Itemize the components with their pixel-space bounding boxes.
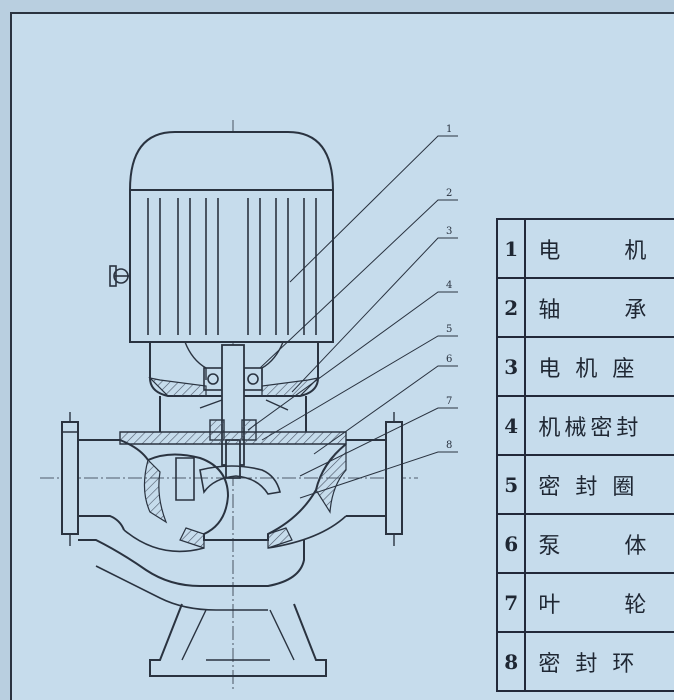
part-number: 2 — [495, 277, 527, 338]
part-name-text: 密 封 圈 — [538, 474, 639, 500]
part-name-text: 电 机 座 — [538, 356, 639, 382]
terminal-box — [109, 265, 130, 287]
parts-list-body: 1 电机 2 轴承 3 电 机 座 4 机械密封 5 密 封 圈 6 泵体 — [495, 218, 674, 692]
leader-line-7 — [299, 407, 458, 477]
leader-label-1: 1 — [446, 124, 452, 135]
leader-label-8: 8 — [446, 440, 452, 451]
part-name-char: 叶 — [538, 592, 565, 618]
part-number: 7 — [495, 572, 527, 633]
leader-line-5 — [261, 335, 458, 441]
table-row: 8 密 封 环 — [495, 631, 674, 692]
part-name-text: 机械密封 — [538, 415, 643, 441]
part-name-char: 轮 — [624, 592, 651, 618]
leader-line-1 — [289, 135, 458, 283]
part-name-char: 机 — [624, 238, 651, 264]
part-name-text: 叶轮 — [538, 587, 650, 619]
part-name-char: 承 — [624, 297, 651, 323]
leader-line-6 — [313, 365, 458, 455]
part-name-text: 轴承 — [538, 292, 650, 324]
part-name: 机械密封 — [524, 395, 674, 456]
part-name-char: 体 — [624, 533, 651, 559]
leader-label-6: 6 — [446, 354, 452, 365]
table-row: 1 电机 — [495, 218, 674, 279]
part-name: 电机 — [524, 218, 674, 279]
leader-labels: 1 2 3 4 5 6 7 8 — [446, 124, 452, 451]
motor — [128, 131, 335, 343]
leader-line-2 — [259, 199, 458, 369]
part-number: 8 — [495, 631, 527, 692]
table-row: 7 叶轮 — [495, 572, 674, 633]
table-row: 3 电 机 座 — [495, 336, 674, 397]
part-number: 1 — [495, 218, 527, 279]
leader-label-7: 7 — [446, 396, 452, 407]
part-name: 叶轮 — [524, 572, 674, 633]
part-name: 电 机 座 — [524, 336, 674, 397]
leader-lines — [247, 135, 458, 499]
leader-line-4 — [247, 291, 458, 431]
part-number: 4 — [495, 395, 527, 456]
part-name-text: 电机 — [538, 233, 650, 265]
part-name: 泵体 — [524, 513, 674, 574]
leader-label-4: 4 — [446, 280, 452, 291]
part-name-char: 电 — [538, 238, 565, 264]
leader-label-3: 3 — [446, 226, 452, 237]
table-row: 5 密 封 圈 — [495, 454, 674, 515]
part-name: 密 封 圈 — [524, 454, 674, 515]
shaft — [221, 344, 245, 479]
leader-line-8 — [299, 451, 458, 499]
leader-label-5: 5 — [446, 324, 452, 335]
part-name-text: 泵体 — [538, 528, 650, 560]
part-name: 密 封 环 — [524, 631, 674, 692]
part-number: 6 — [495, 513, 527, 574]
part-name-text: 密 封 环 — [538, 651, 639, 677]
table-row: 6 泵体 — [495, 513, 674, 574]
part-name-char: 泵 — [538, 533, 565, 559]
leader-label-2: 2 — [446, 188, 452, 199]
part-number: 5 — [495, 454, 527, 515]
part-number: 3 — [495, 336, 527, 397]
pump-foot — [149, 603, 327, 677]
parts-list-table: 1 电机 2 轴承 3 电 机 座 4 机械密封 5 密 封 圈 6 泵体 — [495, 218, 674, 692]
part-name-char: 轴 — [538, 297, 565, 323]
pump-casing — [61, 412, 403, 611]
part-name: 轴承 — [524, 277, 674, 338]
table-row: 2 轴承 — [495, 277, 674, 338]
table-row: 4 机械密封 — [495, 395, 674, 456]
leader-line-3 — [291, 237, 458, 393]
